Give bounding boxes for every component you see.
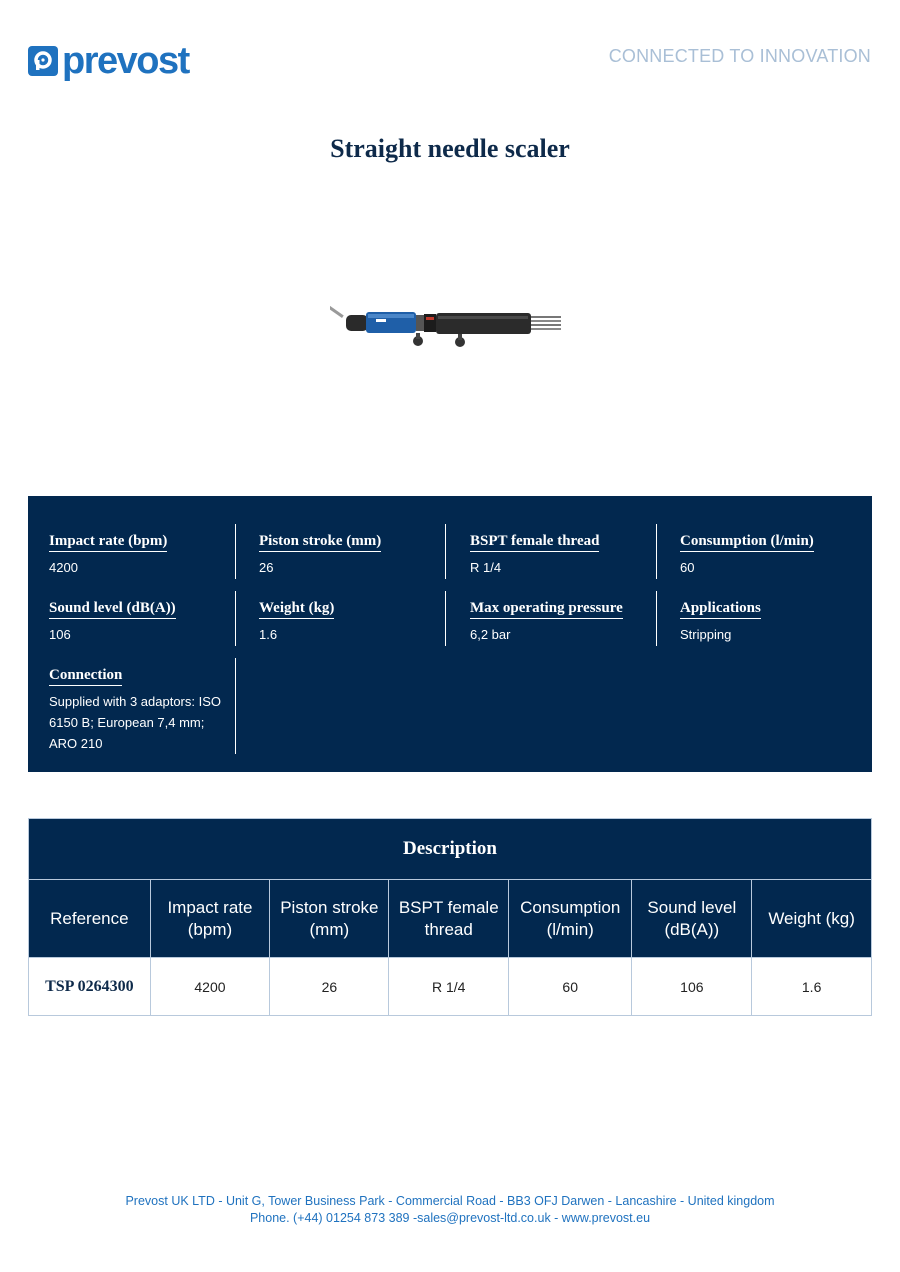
- footer: Prevost UK LTD - Unit G, Tower Business …: [0, 1193, 900, 1227]
- spec-impact-rate: Impact rate (bpm) 4200: [49, 524, 236, 579]
- spec-connection: Connection Supplied with 3 adaptors: ISO…: [49, 658, 236, 754]
- table-cell: 4200: [149, 957, 271, 1016]
- column-header: BSPT female thread: [388, 879, 509, 958]
- brand-name: prevost: [62, 40, 190, 82]
- tagline: CONNECTED TO INNOVATION: [608, 46, 871, 66]
- spec-piston-stroke: Piston stroke (mm) 26: [259, 524, 446, 579]
- spec-label: Weight (kg): [259, 600, 335, 619]
- table-cell: 1.6: [751, 957, 872, 1016]
- table-cell: 26: [269, 957, 390, 1016]
- spec-sound-level: Sound level (dB(A)) 106: [49, 591, 236, 646]
- page-title: Straight needle scaler: [330, 134, 570, 163]
- spec-label: Sound level (dB(A)): [49, 600, 176, 619]
- table-caption: Description: [28, 818, 872, 880]
- table-header-row: Reference Impact rate (bpm) Piston strok…: [28, 879, 872, 958]
- spec-value: 26: [259, 560, 274, 575]
- column-header: Consumption (l/min): [507, 879, 633, 958]
- prevost-logo-mark-icon: [28, 46, 58, 76]
- column-header: Sound level (dB(A)): [631, 879, 753, 958]
- prevost-logo[interactable]: prevost: [28, 40, 190, 82]
- spec-value: 4200: [49, 560, 78, 575]
- spec-value: R 1/4: [470, 560, 502, 575]
- spec-value: 106: [49, 627, 71, 642]
- column-header: Impact rate (bpm): [149, 879, 271, 958]
- spec-bspt-thread: BSPT female thread R 1/4: [470, 524, 657, 579]
- spec-value: 60: [680, 560, 695, 575]
- spec-consumption: Consumption (l/min) 60: [680, 524, 866, 579]
- table-row: TSP 0264300 4200 26 R 1/4 60 106 1.6: [28, 957, 872, 1016]
- table-cell: 106: [631, 957, 753, 1016]
- spec-value: 1.6: [259, 627, 278, 642]
- spec-weight: Weight (kg) 1.6: [259, 591, 446, 646]
- spec-max-pressure: Max operating pressure 6,2 bar: [470, 591, 657, 646]
- spec-label: Applications: [680, 600, 761, 619]
- column-header: Piston stroke (mm): [269, 879, 390, 958]
- spec-value: Supplied with 3 adaptors: ISO 6150 B; Eu…: [49, 694, 221, 751]
- spec-label: Consumption (l/min): [680, 533, 814, 552]
- footer-contact[interactable]: Phone. (+44) 01254 873 389 -sales@prevos…: [249, 1211, 651, 1225]
- spec-applications: Applications Stripping: [680, 591, 866, 646]
- spec-label: Impact rate (bpm): [49, 533, 168, 552]
- spec-value: 6,2 bar: [470, 627, 511, 642]
- footer-address: Prevost UK LTD - Unit G, Tower Business …: [125, 1194, 775, 1208]
- spec-label: Max operating pressure: [470, 600, 623, 619]
- column-header: Reference: [28, 879, 151, 958]
- table-cell: 60: [507, 957, 633, 1016]
- specifications-panel: Impact rate (bpm) 4200 Piston stroke (mm…: [28, 496, 872, 772]
- description-table: Description Reference Impact rate (bpm) …: [28, 818, 872, 1016]
- spec-label: BSPT female thread: [470, 533, 600, 552]
- needle-scaler-image: [330, 302, 561, 347]
- table-cell: R 1/4: [388, 957, 509, 1016]
- column-header: Weight (kg): [751, 879, 872, 958]
- reference-cell: TSP 0264300: [28, 957, 151, 1016]
- spec-label: Connection: [49, 667, 123, 686]
- spec-value: Stripping: [680, 627, 732, 642]
- spec-label: Piston stroke (mm): [259, 533, 382, 552]
